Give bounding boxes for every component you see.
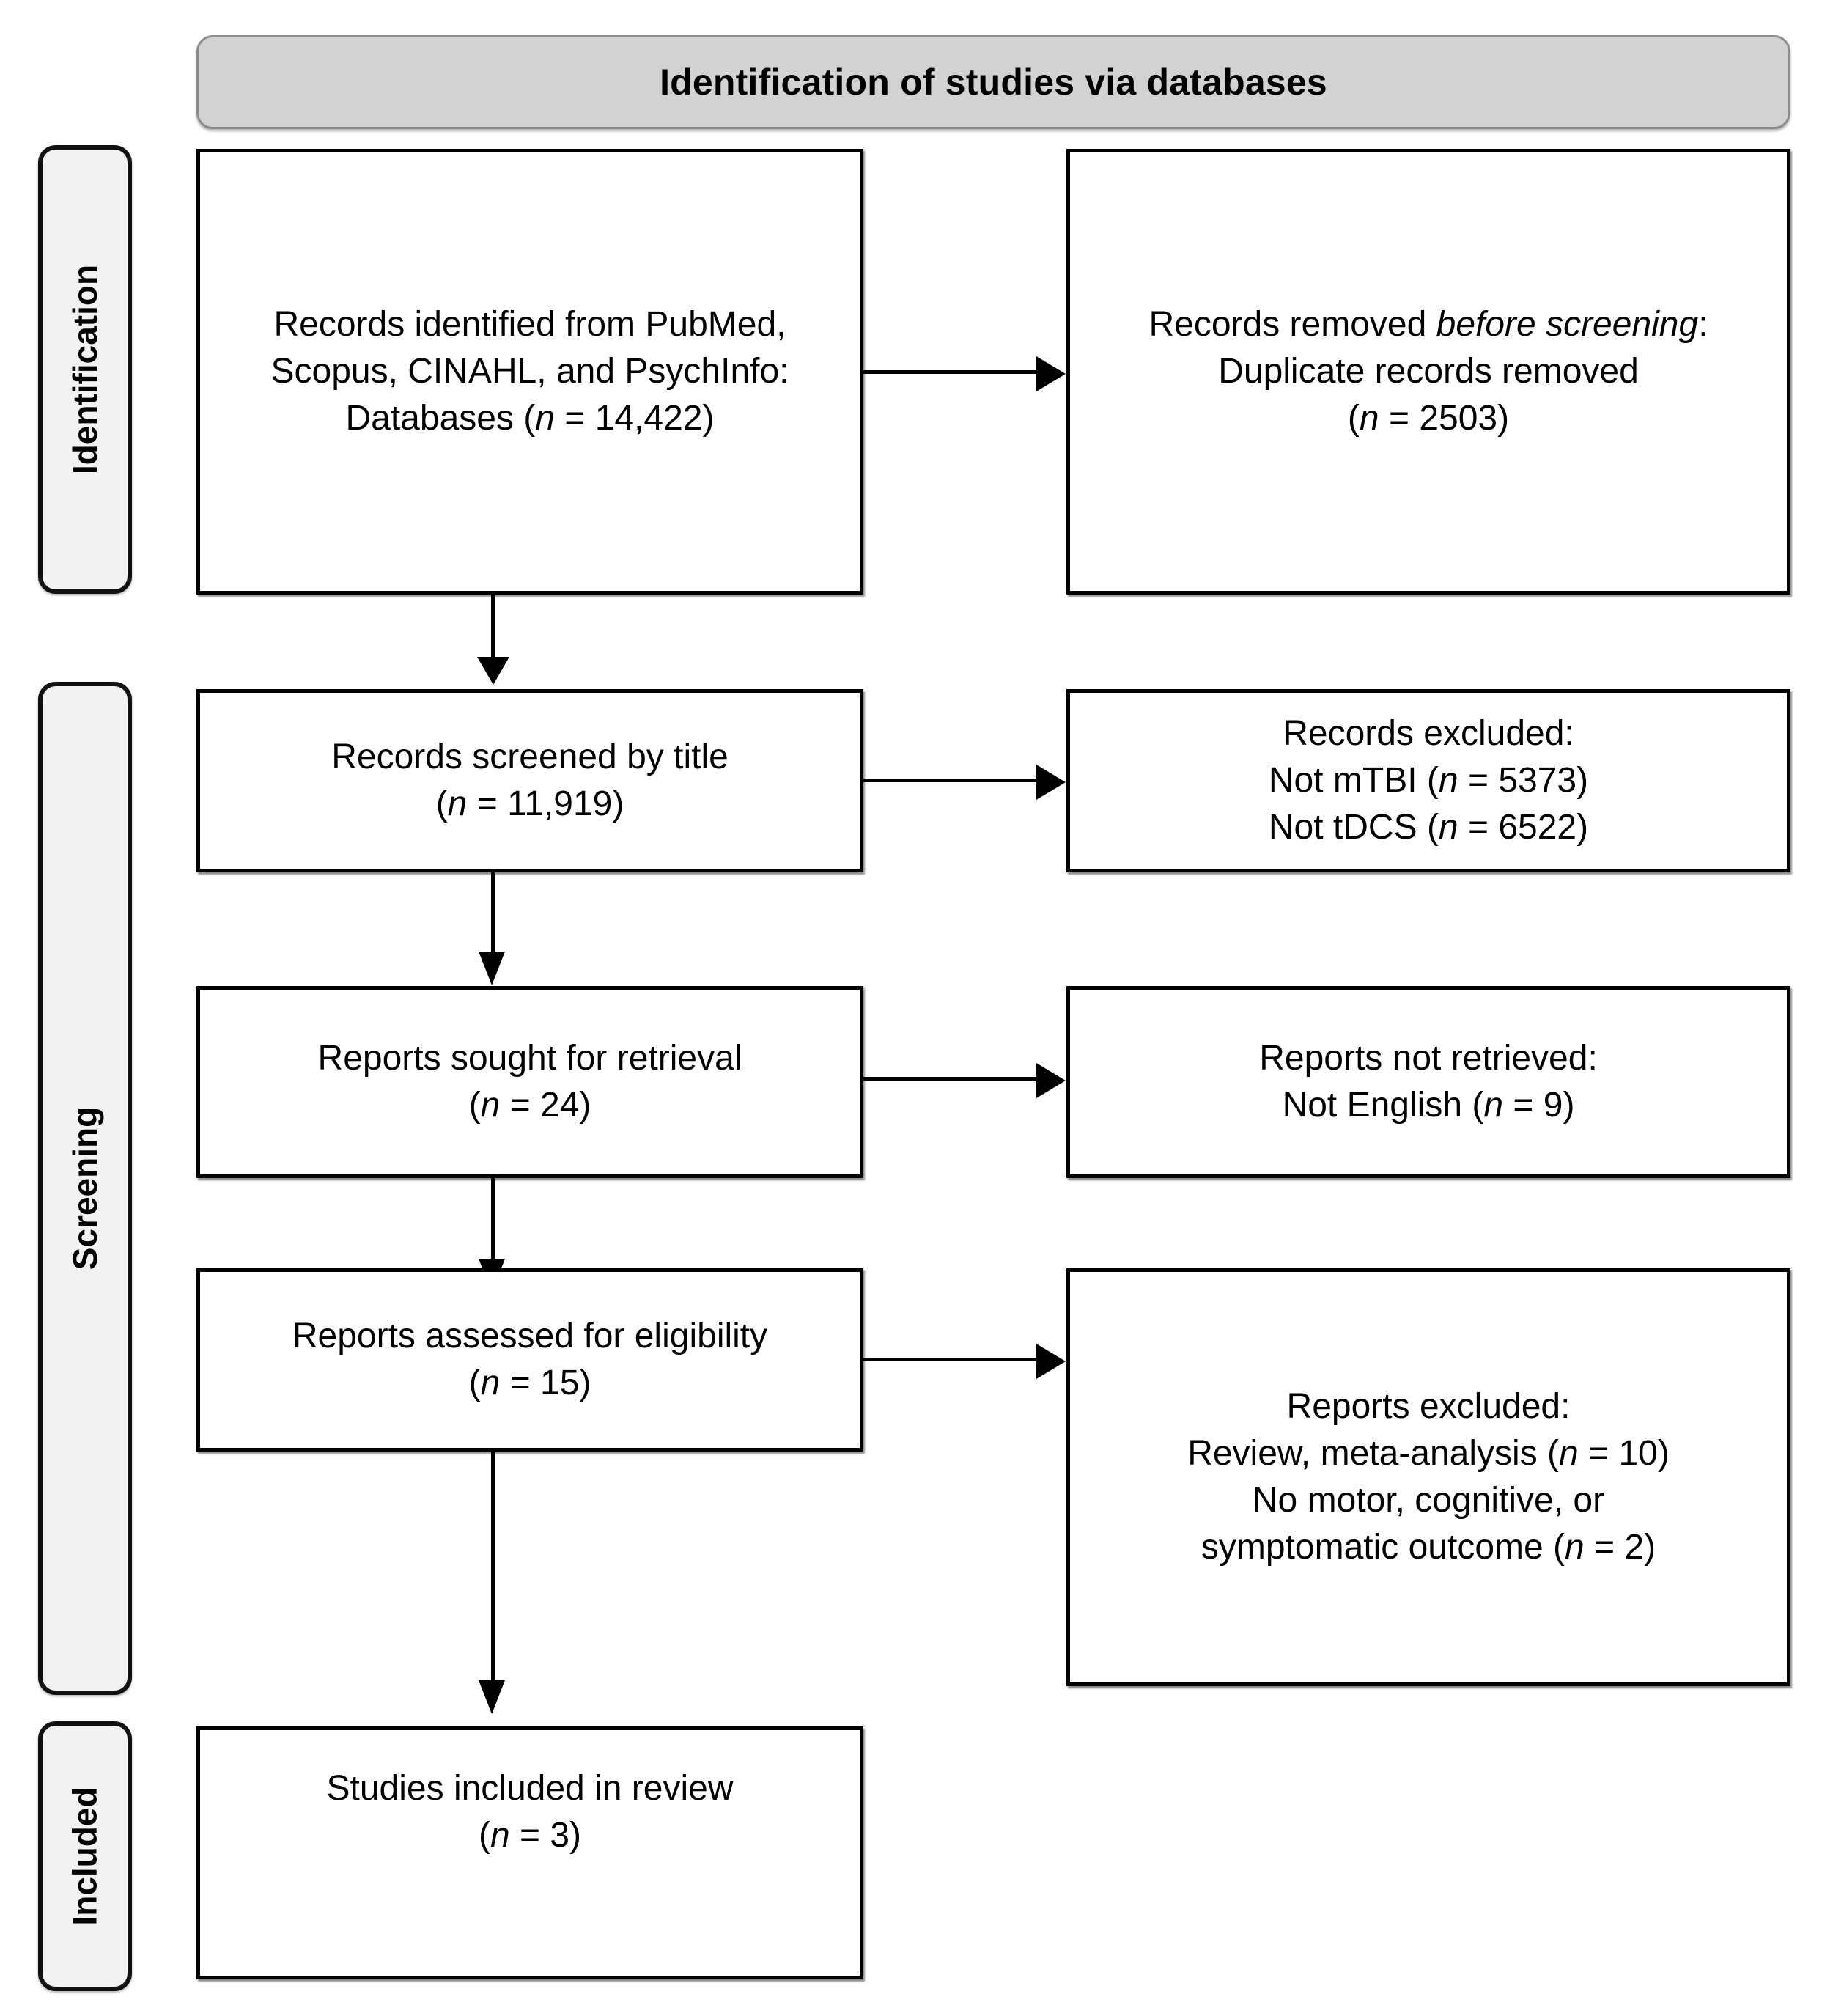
no-outcome-n-symbol: n [1565, 1527, 1585, 1567]
records-excluded-line3-pre: Not tDCS ( [1268, 807, 1439, 847]
box-reports-assessed-text: Reports assessed for eligibility (n = 15… [279, 1313, 781, 1407]
box-records-identified-text: Records identified from PubMed, Scopus, … [257, 301, 802, 441]
records-identified-line1: Records identified from PubMed, [273, 305, 786, 345]
reports-sought-line2-pre: ( [468, 1086, 481, 1125]
review-meta-n-symbol: n [1559, 1434, 1579, 1474]
records-removed-line3-post: = 2503) [1379, 398, 1510, 438]
phase-label-included: Included [66, 1787, 104, 1926]
studies-included-n-symbol: n [490, 1815, 510, 1855]
phase-rail-identification: Identification [38, 145, 132, 594]
box-records-removed: Records removed before screening: Duplic… [1066, 149, 1790, 595]
reports-excluded-line3: No motor, cognitive, or [1252, 1481, 1605, 1520]
records-removed-line1-post: : [1698, 305, 1708, 345]
before-screening-emphasis: before screening [1436, 305, 1699, 345]
phase-rail-included: Included [38, 1721, 132, 1991]
box-studies-included: Studies included in review (n = 3) [196, 1726, 863, 1979]
reports-not-retrieved-line1: Reports not retrieved: [1259, 1039, 1598, 1078]
box-records-screened-text: Records screened by title (n = 11,919) [318, 734, 742, 828]
records-removed-line2: Duplicate records removed [1218, 352, 1639, 391]
not-mtbi-n-symbol: n [1438, 761, 1458, 801]
reports-assessed-line2-post: = 15) [500, 1364, 591, 1402]
reports-excluded-line4-post: = 2) [1584, 1527, 1656, 1567]
records-identified-line3-post: = 14,422) [554, 398, 715, 438]
box-reports-sought: Reports sought for retrieval (n = 24) [196, 986, 863, 1178]
box-reports-assessed: Reports assessed for eligibility (n = 15… [196, 1268, 863, 1452]
box-records-excluded: Records excluded: Not mTBI (n = 5373) No… [1066, 689, 1790, 872]
records-excluded-line2-pre: Not mTBI ( [1268, 761, 1439, 801]
records-screened-line1: Records screened by title [331, 737, 729, 777]
box-reports-excluded: Reports excluded: Review, meta-analysis … [1066, 1268, 1790, 1686]
reports-not-retrieved-line2-post: = 9) [1503, 1086, 1575, 1125]
reports-not-retrieved-line2-pre: Not English ( [1282, 1086, 1484, 1125]
box-reports-sought-text: Reports sought for retrieval (n = 24) [305, 1035, 756, 1129]
reports-assessed-line2-pre: ( [468, 1364, 481, 1402]
reports-assessed-line1: Reports assessed for eligibility [292, 1317, 768, 1356]
records-screened-n-symbol: n [447, 784, 468, 823]
records-screened-line2-pre: ( [435, 784, 448, 823]
records-removed-line1-pre: Records removed [1148, 305, 1436, 345]
records-excluded-line1: Records excluded: [1283, 714, 1574, 754]
box-reports-not-retrieved: Reports not retrieved: Not English (n = … [1066, 986, 1790, 1178]
studies-included-line2-post: = 3) [509, 1815, 582, 1855]
reports-excluded-line2-post: = 10) [1578, 1434, 1670, 1474]
records-excluded-line2-post: = 5373) [1458, 761, 1589, 801]
reports-sought-n-symbol: n [480, 1086, 501, 1125]
box-reports-not-retrieved-text: Reports not retrieved: Not English (n = … [1246, 1035, 1611, 1129]
not-english-n-symbol: n [1483, 1086, 1504, 1125]
phase-rail-screening: Screening [38, 682, 132, 1695]
records-identified-n-symbol: n [535, 398, 555, 438]
not-tdcs-n-symbol: n [1438, 807, 1458, 847]
box-studies-included-text: Studies included in review (n = 3) [314, 1765, 747, 1859]
records-removed-line3-pre: ( [1347, 398, 1360, 438]
reports-excluded-line4-pre: symptomatic outcome ( [1201, 1527, 1565, 1567]
box-records-screened: Records screened by title (n = 11,919) [196, 689, 863, 872]
reports-sought-line1: Reports sought for retrieval [317, 1039, 742, 1078]
records-excluded-line3-post: = 6522) [1458, 807, 1589, 847]
phase-label-screening: Screening [66, 1106, 105, 1270]
banner-label: Identification of studies via databases [660, 62, 1327, 103]
identification-banner: Identification of studies via databases [196, 35, 1790, 129]
records-identified-line2: Scopus, CINAHL, and PsychInfo: [270, 352, 789, 391]
records-removed-n-symbol: n [1359, 398, 1379, 438]
studies-included-line1: Studies included in review [326, 1769, 734, 1808]
box-reports-excluded-text: Reports excluded: Review, meta-analysis … [1174, 1383, 1683, 1570]
box-records-removed-text: Records removed before screening: Duplic… [1135, 301, 1721, 441]
studies-included-line2-pre: ( [478, 1815, 490, 1855]
records-screened-line2-post: = 11,919) [467, 784, 624, 823]
reports-assessed-n-symbol: n [480, 1364, 501, 1402]
phase-label-identification: Identification [66, 264, 105, 475]
box-records-excluded-text: Records excluded: Not mTBI (n = 5373) No… [1255, 710, 1601, 850]
reports-excluded-line2-pre: Review, meta-analysis ( [1187, 1434, 1560, 1474]
reports-sought-line2-post: = 24) [500, 1086, 591, 1125]
box-records-identified: Records identified from PubMed, Scopus, … [196, 149, 863, 595]
records-identified-line3-pre: Databases ( [345, 398, 536, 438]
reports-excluded-line1: Reports excluded: [1286, 1387, 1571, 1427]
